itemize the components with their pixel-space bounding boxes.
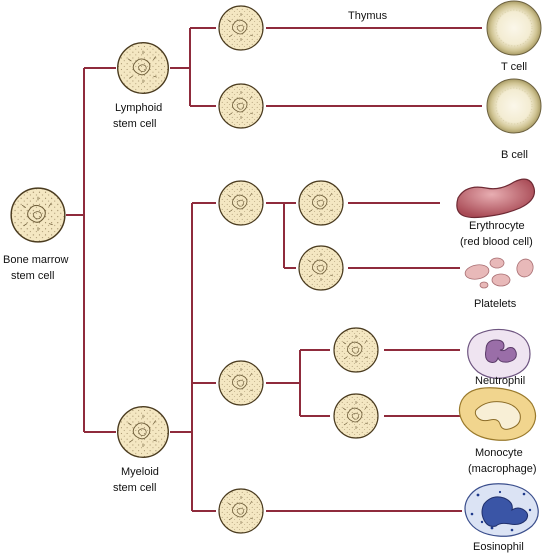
t-cell-label: T cell [501, 61, 527, 73]
bone-marrow-label-line2: stem cell [11, 270, 54, 282]
bone-marrow-label-line1: Bone marrow [3, 254, 68, 266]
myeloid-label-line2: stem cell [113, 482, 156, 494]
platelets-illustration [464, 257, 534, 289]
erythroid-precursor [298, 180, 344, 226]
monocyte-illustration [458, 387, 537, 441]
erythrocyte-label-line1: Erythrocyte [469, 220, 525, 232]
neutrophil-precursor [333, 327, 379, 373]
lymphoid-progenitor-b [218, 83, 264, 129]
t-cell-illustration [486, 0, 542, 56]
myeloid-progenitor-eosinophil [218, 488, 264, 534]
eosinophil-illustration [464, 483, 539, 537]
neutrophil-illustration [467, 328, 531, 379]
monocyte-label-line2: (macrophage) [468, 463, 536, 475]
lymphoid-label-line1: Lymphoid [115, 102, 162, 114]
bone-marrow-stem-cell [10, 187, 66, 243]
lymphoid-stem-cell [117, 42, 169, 94]
lymphoid-label-line2: stem cell [113, 118, 156, 130]
connector-lines [66, 27, 482, 512]
myeloid-label-line1: Myeloid [121, 466, 159, 478]
monocyte-precursor [333, 393, 379, 439]
b-cell-illustration [486, 78, 542, 134]
myeloid-stem-cell [117, 406, 169, 458]
megakaryocyte-precursor [298, 245, 344, 291]
erythrocyte-label-line2: (red blood cell) [460, 236, 533, 248]
lymphoid-progenitor-t [218, 5, 264, 51]
eosinophil-label: Eosinophil [473, 541, 524, 553]
neutrophil-label: Neutrophil [475, 375, 525, 387]
thymus-label: Thymus [348, 10, 388, 22]
myeloid-progenitor-granulocyte [218, 360, 264, 406]
erythrocyte-illustration [456, 178, 536, 219]
monocyte-label-line1: Monocyte [475, 447, 523, 459]
platelets-label: Platelets [474, 298, 517, 310]
b-cell-label: B cell [501, 149, 528, 161]
myeloid-progenitor-erythroid [218, 180, 264, 226]
